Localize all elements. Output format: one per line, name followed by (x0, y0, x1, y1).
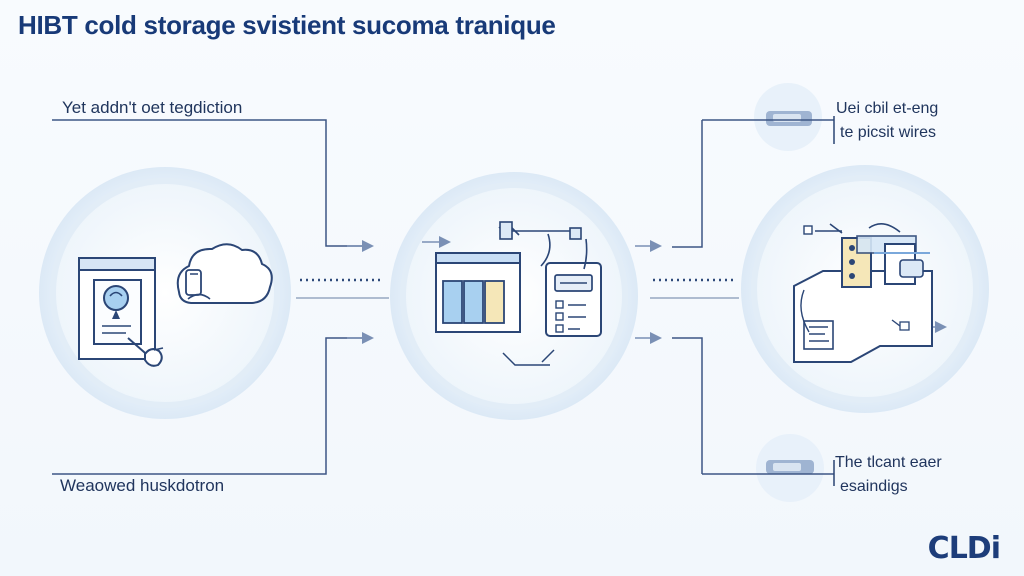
center-connection-icons (498, 221, 588, 366)
top-left-label: Yet addn't oet tegdiction (62, 98, 243, 117)
dashed-links (296, 278, 739, 299)
storage-document-icon (78, 257, 164, 367)
top-right-node (754, 83, 822, 151)
top-right-label-line-2: te picsit wires (840, 124, 937, 141)
cloud-icon (176, 243, 273, 304)
connectors (52, 116, 835, 486)
top-right-label-line-1: Uei cbil et-eng (836, 100, 939, 117)
bottom-right-node (756, 434, 824, 502)
vault-card-icon (545, 262, 602, 337)
bottom-left-label: Weaowed huskdotron (60, 476, 225, 495)
brand-logo: CLDi (927, 531, 1001, 566)
hardware-wallet-icon (793, 223, 933, 363)
bottom-right-label-line-2: esaindigs (840, 478, 908, 495)
page-title: HIBT cold storage svistient sucoma trani… (18, 10, 556, 40)
center-panel-icon (435, 252, 521, 333)
bottom-right-label-line-1: The tlcant eaer (835, 454, 942, 471)
